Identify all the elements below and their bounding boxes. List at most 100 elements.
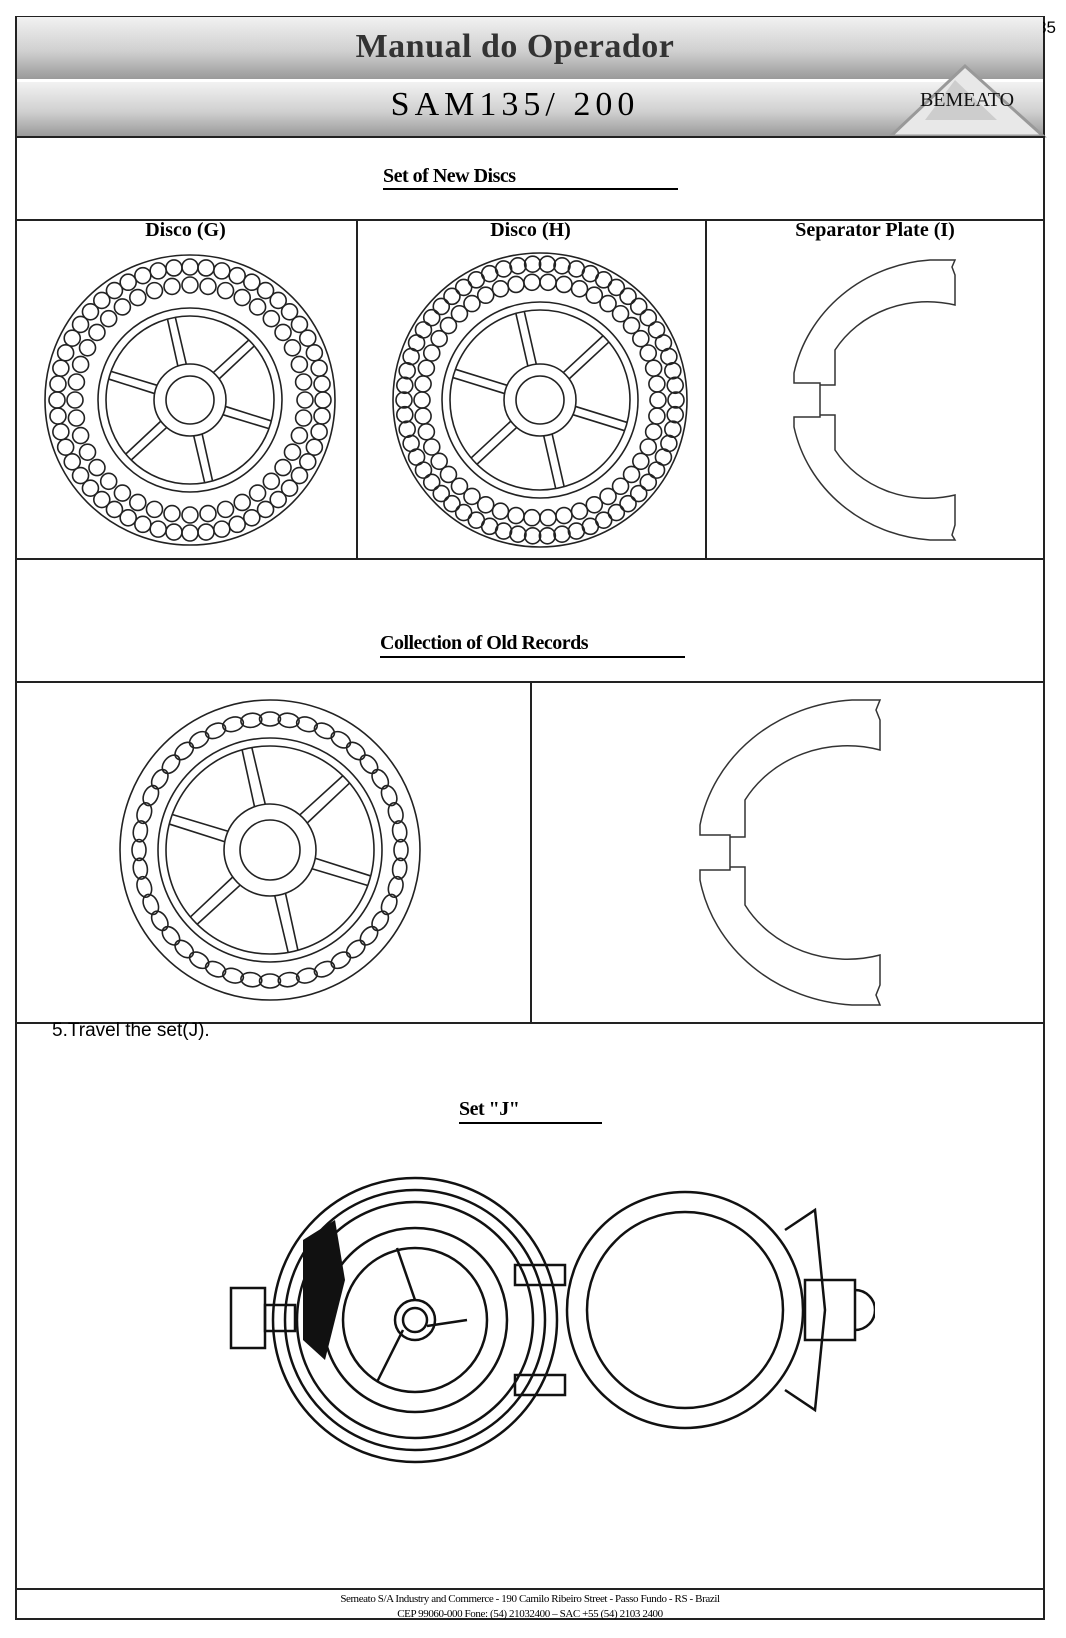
seed-hole	[639, 473, 658, 492]
seed-hole	[294, 373, 313, 391]
seed-hole	[439, 316, 458, 335]
seed-hole	[81, 479, 100, 497]
seed-hole	[150, 910, 169, 932]
seed-hole	[280, 479, 299, 497]
seed-hole	[395, 391, 413, 409]
seed-hole	[430, 452, 448, 471]
seed-hole	[290, 315, 309, 334]
disc-spoke	[284, 893, 299, 951]
seed-hole	[294, 409, 313, 427]
seed-hole	[310, 359, 328, 377]
seed-hole	[664, 361, 682, 380]
seed-hole	[78, 443, 97, 462]
disc-spoke	[562, 335, 604, 374]
disc-spoke	[515, 313, 529, 367]
seed-hole	[467, 511, 486, 529]
seed-hole	[132, 857, 149, 880]
seed-hole	[494, 260, 513, 278]
seed-hole	[611, 477, 630, 496]
seed-hole	[414, 375, 432, 393]
disc-spoke	[130, 426, 168, 461]
seed-hole	[607, 503, 626, 522]
set-j-drawing	[229, 1176, 875, 1464]
seed-hole	[136, 875, 153, 898]
seed-hole	[611, 304, 630, 323]
seed-hole	[204, 960, 227, 978]
seed-hole	[454, 503, 473, 522]
seed-hole	[134, 266, 152, 285]
seed-hole	[243, 273, 261, 292]
disc-spoke	[218, 345, 255, 380]
footer-address: Semeato S/A Industry and Commerce - 190 …	[340, 1593, 720, 1605]
seed-hole	[417, 359, 436, 377]
seed-hole	[128, 493, 147, 512]
seed-hole	[639, 438, 658, 456]
disc-spoke	[523, 311, 538, 365]
disc-spoke	[174, 317, 188, 365]
seed-hole	[240, 971, 263, 988]
seed-hole	[305, 438, 324, 456]
seed-hole	[585, 495, 604, 514]
new-discs-title: Set of New Discs	[383, 165, 516, 187]
seed-hole	[131, 838, 147, 862]
seed-hole	[432, 484, 451, 503]
seed-hole	[647, 461, 666, 479]
seed-hole	[509, 256, 527, 275]
seed-hole	[283, 338, 302, 357]
seed-hole	[197, 259, 215, 277]
seed-hole	[222, 967, 245, 984]
disc-spoke	[273, 895, 289, 953]
seed-hole	[491, 280, 510, 298]
disc-spoke	[225, 405, 272, 422]
seed-hole	[161, 925, 181, 946]
seed-hole	[213, 520, 231, 538]
seed-hole	[422, 344, 441, 362]
seed-hole	[280, 303, 299, 321]
seed-hole	[66, 391, 84, 409]
seed-hole	[359, 925, 379, 946]
seed-hole	[607, 278, 626, 297]
seed-hole	[181, 258, 199, 276]
seed-hole	[648, 407, 666, 425]
seed-hole	[142, 893, 160, 916]
seed-hole	[314, 391, 332, 409]
seed-hole	[639, 344, 658, 362]
seed-hole	[476, 286, 495, 305]
seed-hole	[78, 338, 97, 357]
seed-hole	[296, 391, 314, 409]
column-divider	[705, 219, 707, 558]
seed-hole	[666, 405, 685, 424]
seed-hole	[248, 484, 267, 502]
seed-hole	[413, 391, 431, 409]
seed-hole	[648, 375, 666, 393]
seed-hole	[393, 838, 409, 862]
seed-hole	[414, 407, 432, 425]
seed-hole	[509, 525, 527, 544]
seed-hole	[49, 375, 67, 393]
seed-hole	[262, 309, 281, 328]
manual-title: Manual do Operador	[355, 28, 675, 65]
svg-text:BEMEATO: BEMEATO	[920, 89, 1014, 111]
seed-hole	[63, 329, 82, 347]
seed-hole	[443, 494, 461, 513]
seed-hole	[391, 857, 408, 880]
seed-hole	[63, 453, 82, 471]
disc-spoke	[470, 420, 512, 459]
seed-hole	[295, 967, 318, 984]
seed-hole	[639, 308, 658, 327]
seed-hole	[599, 487, 617, 506]
seed-hole	[567, 522, 586, 540]
seed-hole	[391, 820, 408, 843]
seed-hole	[274, 323, 292, 342]
seed-hole	[290, 426, 309, 445]
seed-hole	[507, 275, 525, 294]
disc-spoke	[125, 420, 162, 455]
disc-spoke	[169, 823, 225, 843]
seed-hole	[228, 515, 246, 534]
seed-hole	[432, 297, 451, 316]
seed-hole	[570, 502, 589, 520]
seed-hole	[380, 893, 398, 916]
seed-hole	[395, 376, 414, 395]
disc-spoke	[172, 813, 229, 833]
disc-spoke	[212, 339, 250, 374]
